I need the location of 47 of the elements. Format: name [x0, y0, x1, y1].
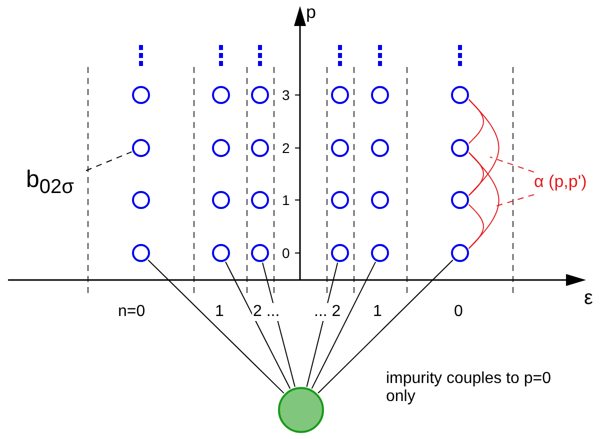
state-circle	[251, 139, 269, 157]
coupling-arc	[468, 152, 500, 249]
state-label: b$_{02σ}$	[26, 166, 74, 199]
state-circle	[371, 86, 389, 104]
column-label: 2 ...	[252, 303, 281, 321]
state-circle	[212, 86, 230, 104]
state-circle	[451, 86, 469, 104]
state-circle	[212, 244, 230, 262]
state-circle	[331, 139, 349, 157]
state-circle	[251, 244, 269, 262]
coupling-arc	[468, 99, 484, 144]
tick-label: 3	[282, 87, 290, 103]
axis-label: ε	[584, 287, 593, 310]
state-circle	[451, 244, 469, 262]
state-circle	[371, 244, 389, 262]
state-circle	[451, 191, 469, 209]
note-text: impurity couples to p=0 only	[386, 370, 552, 406]
state-circle	[371, 191, 389, 209]
connector-line	[225, 261, 291, 390]
connector-line	[311, 261, 376, 390]
state-circle	[132, 191, 150, 209]
tick-label: 2	[282, 140, 290, 156]
column-label: ... 2	[313, 303, 342, 321]
state-circle	[331, 86, 349, 104]
state-circle	[132, 86, 150, 104]
connector-line	[318, 260, 454, 394]
leader-line	[490, 156, 534, 173]
tick-label: 1	[282, 192, 290, 208]
state-circle	[212, 139, 230, 157]
coupling-arc	[468, 204, 484, 249]
state-circle	[331, 244, 349, 262]
impurity-circle	[278, 387, 324, 433]
state-circle	[132, 244, 150, 262]
state-circle	[251, 86, 269, 104]
state-circle	[371, 139, 389, 157]
state-circle	[212, 191, 230, 209]
state-circle	[132, 139, 150, 157]
state-circle	[451, 139, 469, 157]
state-circle	[251, 191, 269, 209]
axis-label: p	[306, 2, 316, 23]
tick-label: 0	[282, 245, 290, 261]
state-circle	[331, 191, 349, 209]
leader-line	[86, 151, 132, 172]
coupling-arc	[468, 99, 500, 196]
connector-line	[148, 260, 284, 394]
coupling-label: α (p,p')	[534, 172, 587, 192]
coupling-arc	[468, 152, 484, 196]
